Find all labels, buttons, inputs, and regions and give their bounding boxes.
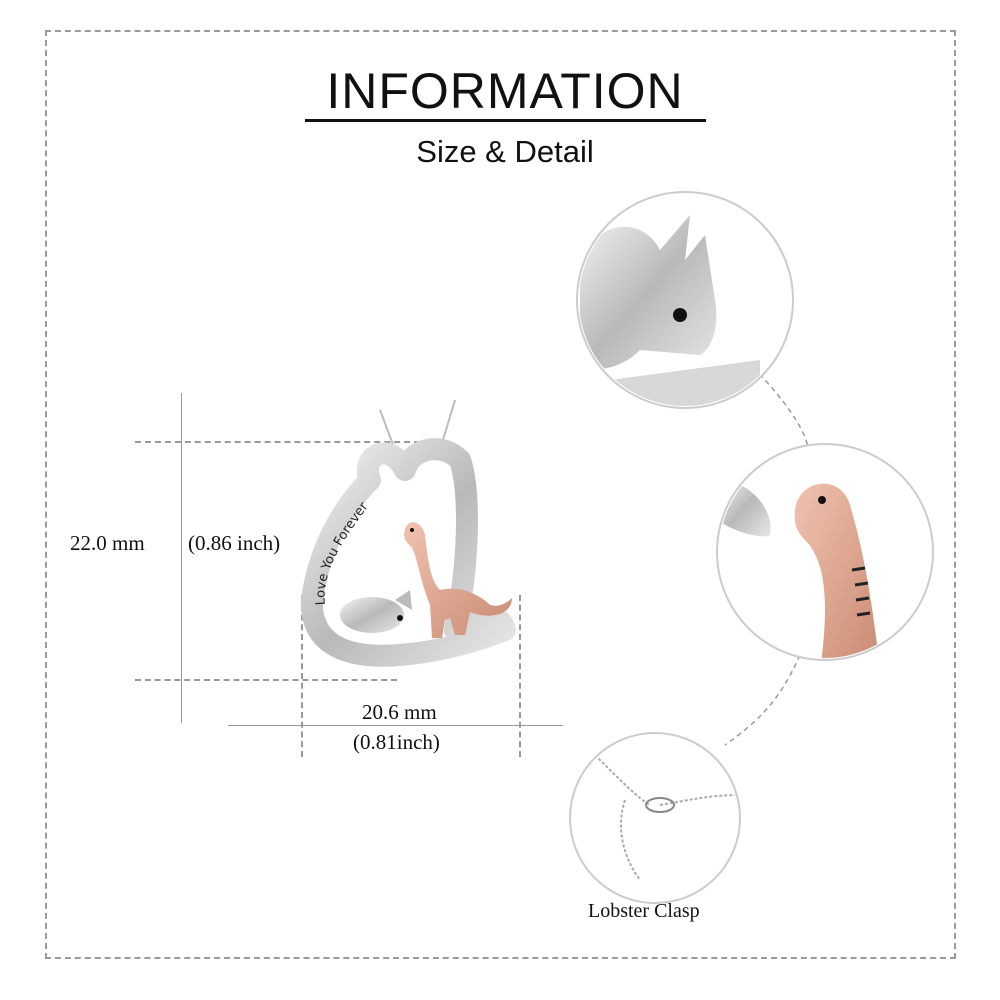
brontosaurus (404, 522, 512, 638)
detail-circle-clasp (569, 732, 741, 904)
detail-circle-triceratops (576, 191, 794, 409)
heart-pendant: Love You Forever (300, 438, 516, 667)
bottom-guide-line (135, 679, 397, 681)
title-underline (305, 119, 706, 122)
right-guide-line (519, 595, 521, 757)
width-inch-label: (0.81inch) (353, 730, 440, 754)
clasp-label: Lobster Clasp (588, 900, 700, 922)
height-inch-label: (0.86 inch) (188, 531, 281, 555)
height-measure-line (181, 393, 182, 723)
top-guide-line (135, 441, 440, 443)
left-guide-line (301, 595, 303, 757)
triceratops (340, 597, 404, 633)
width-measure-line (228, 725, 563, 726)
width-mm-label: 20.6 mm (362, 700, 437, 724)
detail-circle-dinosaur (716, 443, 934, 661)
height-mm-label: 22.0 mm (70, 531, 145, 555)
page-subtitle: Size & Detail (416, 134, 594, 169)
dashed-frame (45, 30, 956, 959)
page-title: INFORMATION (326, 63, 684, 119)
